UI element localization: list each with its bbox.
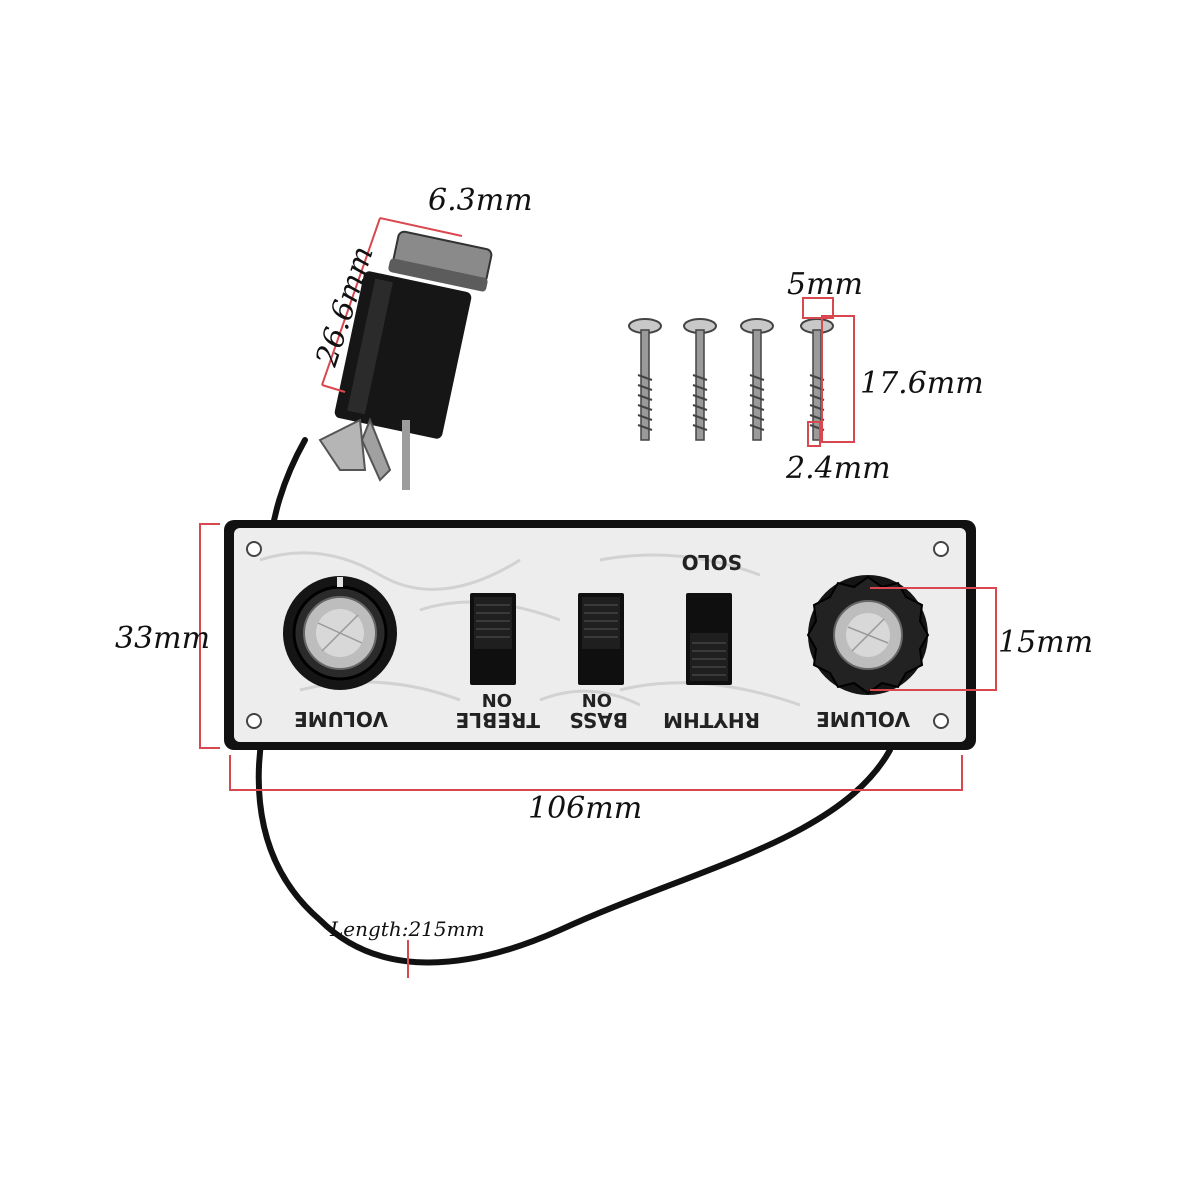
rhythm-label: RHYTHM xyxy=(663,708,760,732)
knob-diameter-label: 15mm xyxy=(998,625,1093,660)
cable-length-label: Length:215mm xyxy=(329,917,485,941)
treble-label: TREBLE xyxy=(456,708,540,732)
volume-right-label: VOLUME xyxy=(816,707,910,731)
jack-dimensions xyxy=(321,217,463,393)
plate-height-label: 33mm xyxy=(115,621,210,656)
volume-knob-left[interactable] xyxy=(283,576,397,690)
screw-dimensions xyxy=(802,297,855,447)
mounting-hole xyxy=(246,541,262,557)
mounting-hole xyxy=(933,713,949,729)
volume-knob-right[interactable] xyxy=(806,575,930,695)
volume-left-label: VOLUME xyxy=(294,707,388,731)
screw-length-label: 17.6mm xyxy=(860,366,984,401)
mounting-hole xyxy=(246,713,262,729)
screw-shank-label: 2.4mm xyxy=(785,451,891,486)
treble-switch[interactable] xyxy=(470,593,516,685)
bass-switch[interactable] xyxy=(578,593,624,685)
solo-label: SOLO xyxy=(682,550,742,574)
panel-labels: SOLO VOLUME ON TREBLE ON BASS RHYTHM VOL… xyxy=(294,550,910,732)
output-jack xyxy=(318,230,493,490)
treble-state-label: ON xyxy=(482,689,512,710)
screws xyxy=(628,318,834,441)
bass-label: BASS xyxy=(569,708,628,732)
jack-diameter-label: 6.3mm xyxy=(428,183,533,218)
screw xyxy=(683,318,717,441)
screw xyxy=(628,318,662,441)
plate-width-label: 106mm xyxy=(528,791,642,826)
screw-head-label: 5mm xyxy=(787,267,863,302)
bass-state-label: ON xyxy=(582,689,612,710)
rhythm-switch[interactable] xyxy=(686,593,732,685)
screw xyxy=(740,318,774,441)
plate-dimensions xyxy=(199,523,997,791)
mounting-hole xyxy=(933,541,949,557)
